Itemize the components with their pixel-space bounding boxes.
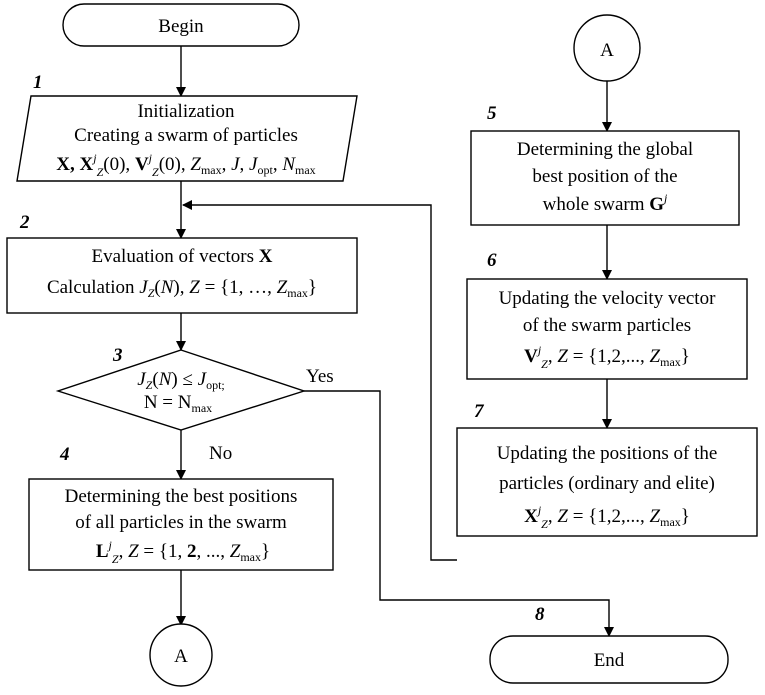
step-2-line1-var: X (259, 246, 273, 267)
no-label: No (209, 443, 232, 464)
step-4-formula: LjZ, Z = {1, 2, ..., Zmax} (96, 538, 270, 566)
step-5-line3-text: whole swarm (543, 194, 645, 215)
begin-label: Begin (158, 16, 204, 37)
step-number-5: 5 (487, 103, 497, 124)
step-4-line2: of all particles in the swarm (75, 512, 287, 533)
connector-a-bottom (149, 623, 213, 687)
step-5-line1: Determining the global (517, 139, 693, 160)
step-6-line2: of the swarm particles (523, 315, 691, 336)
step-3-condition-line2: N = Nmax (144, 392, 212, 415)
step-5-line2: best position of the (532, 166, 677, 187)
step-1-line1: Initialization (137, 101, 235, 122)
step-1-initialization-box (16, 95, 358, 182)
step-number-8: 8 (535, 604, 545, 625)
step-3-decision-diamond (55, 349, 307, 431)
step-2-line1: Evaluation of vectors X (92, 246, 273, 267)
step-7-formula: XjZ, Z = {1,2,..., Zmax} (524, 503, 690, 531)
step-2-line2-prefix: Calculation (47, 277, 135, 298)
step-2-line1-text: Evaluation of vectors (92, 246, 255, 267)
end-terminal (489, 635, 729, 684)
step-number-3: 3 (112, 345, 123, 366)
step-number-7: 7 (474, 401, 485, 422)
step-6-formula: VjZ, Z = {1,2,..., Zmax} (524, 343, 690, 371)
step-6-line1: Updating the velocity vector (499, 288, 717, 309)
step-number-1: 1 (33, 72, 43, 93)
step-1-formula: X, XjZ(0), VjZ(0), Zmax, J, Jopt, Nmax (56, 151, 315, 179)
step-number-6: 6 (487, 250, 497, 271)
step-7-line2: particles (ordinary and elite) (499, 473, 715, 494)
step-1-line2: Creating a swarm of particles (74, 125, 298, 146)
connector-a-top-label: A (600, 40, 614, 61)
step-number-4: 4 (59, 444, 70, 465)
step-3-condition-text: N = N (144, 392, 192, 413)
step-4-best-positions-box (28, 478, 334, 571)
yes-label: Yes (306, 366, 334, 387)
connector-a-bottom-label: A (174, 646, 188, 667)
step-3-condition-line1: JZ(N) ≤ Jopt; (137, 369, 225, 392)
step-5-global-best-box (470, 130, 740, 226)
step-6-velocity-box (466, 278, 748, 380)
step-7-positions-box (456, 427, 758, 537)
step-4-line1: Determining the best positions (65, 486, 298, 507)
arrow-yes-to-end (304, 390, 614, 637)
step-7-line1: Updating the positions of the (497, 443, 718, 464)
step-5-line3: whole swarm Gj (543, 191, 668, 215)
step-2-line2: Calculation JZ(N), Z = {1, …, Zmax} (47, 277, 317, 300)
step-2-evaluation-box (6, 237, 358, 314)
end-label: End (594, 650, 625, 671)
step-number-2: 2 (19, 212, 30, 233)
arrow-7-loop-back-to-2 (182, 200, 457, 561)
